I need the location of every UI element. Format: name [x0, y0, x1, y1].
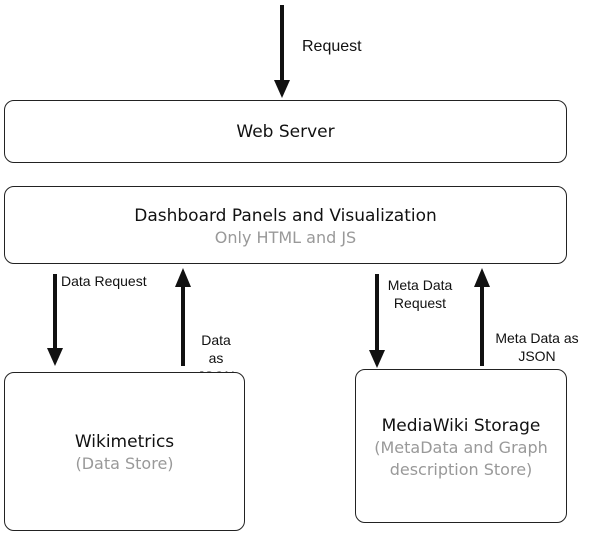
meta-data-json-line2: JSON	[518, 348, 556, 364]
request-label: Request	[302, 38, 362, 55]
wikimetrics-box: Wikimetrics (Data Store)	[4, 372, 245, 531]
data-request-label: Data Request	[61, 273, 147, 289]
dashboard-title: Dashboard Panels and Visualization	[134, 206, 437, 226]
meta-data-json-label: Meta Data as JSON	[488, 329, 586, 365]
data-as-json-line1: Data as	[201, 332, 231, 366]
meta-data-json-line1: Meta Data as	[495, 330, 579, 346]
dashboard-subtitle: Only HTML and JS	[214, 228, 357, 247]
web-server-box: Web Server	[4, 100, 567, 163]
meta-data-request-line1: Meta Data	[387, 277, 453, 293]
mediawiki-subtitle-line1: (MetaData and Graph	[374, 438, 548, 457]
meta-data-request-label: Meta Data Request	[381, 276, 459, 312]
mediawiki-storage-box: MediaWiki Storage (MetaData and Graph de…	[355, 369, 567, 523]
meta-data-json-arrow	[474, 268, 490, 366]
wikimetrics-subtitle: (Data Store)	[75, 454, 174, 473]
meta-data-request-line2: Request	[393, 295, 447, 311]
dashboard-box: Dashboard Panels and Visualization Only …	[4, 186, 567, 264]
web-server-title: Web Server	[236, 122, 335, 142]
request-arrow	[274, 5, 290, 98]
data-request-arrow	[47, 274, 63, 366]
mediawiki-title: MediaWiki Storage	[381, 416, 541, 436]
mediawiki-subtitle-line2: description Store)	[389, 460, 533, 479]
data-as-json-arrow	[175, 268, 191, 366]
meta-data-request-arrow	[369, 274, 385, 368]
wikimetrics-title: Wikimetrics	[74, 432, 175, 452]
